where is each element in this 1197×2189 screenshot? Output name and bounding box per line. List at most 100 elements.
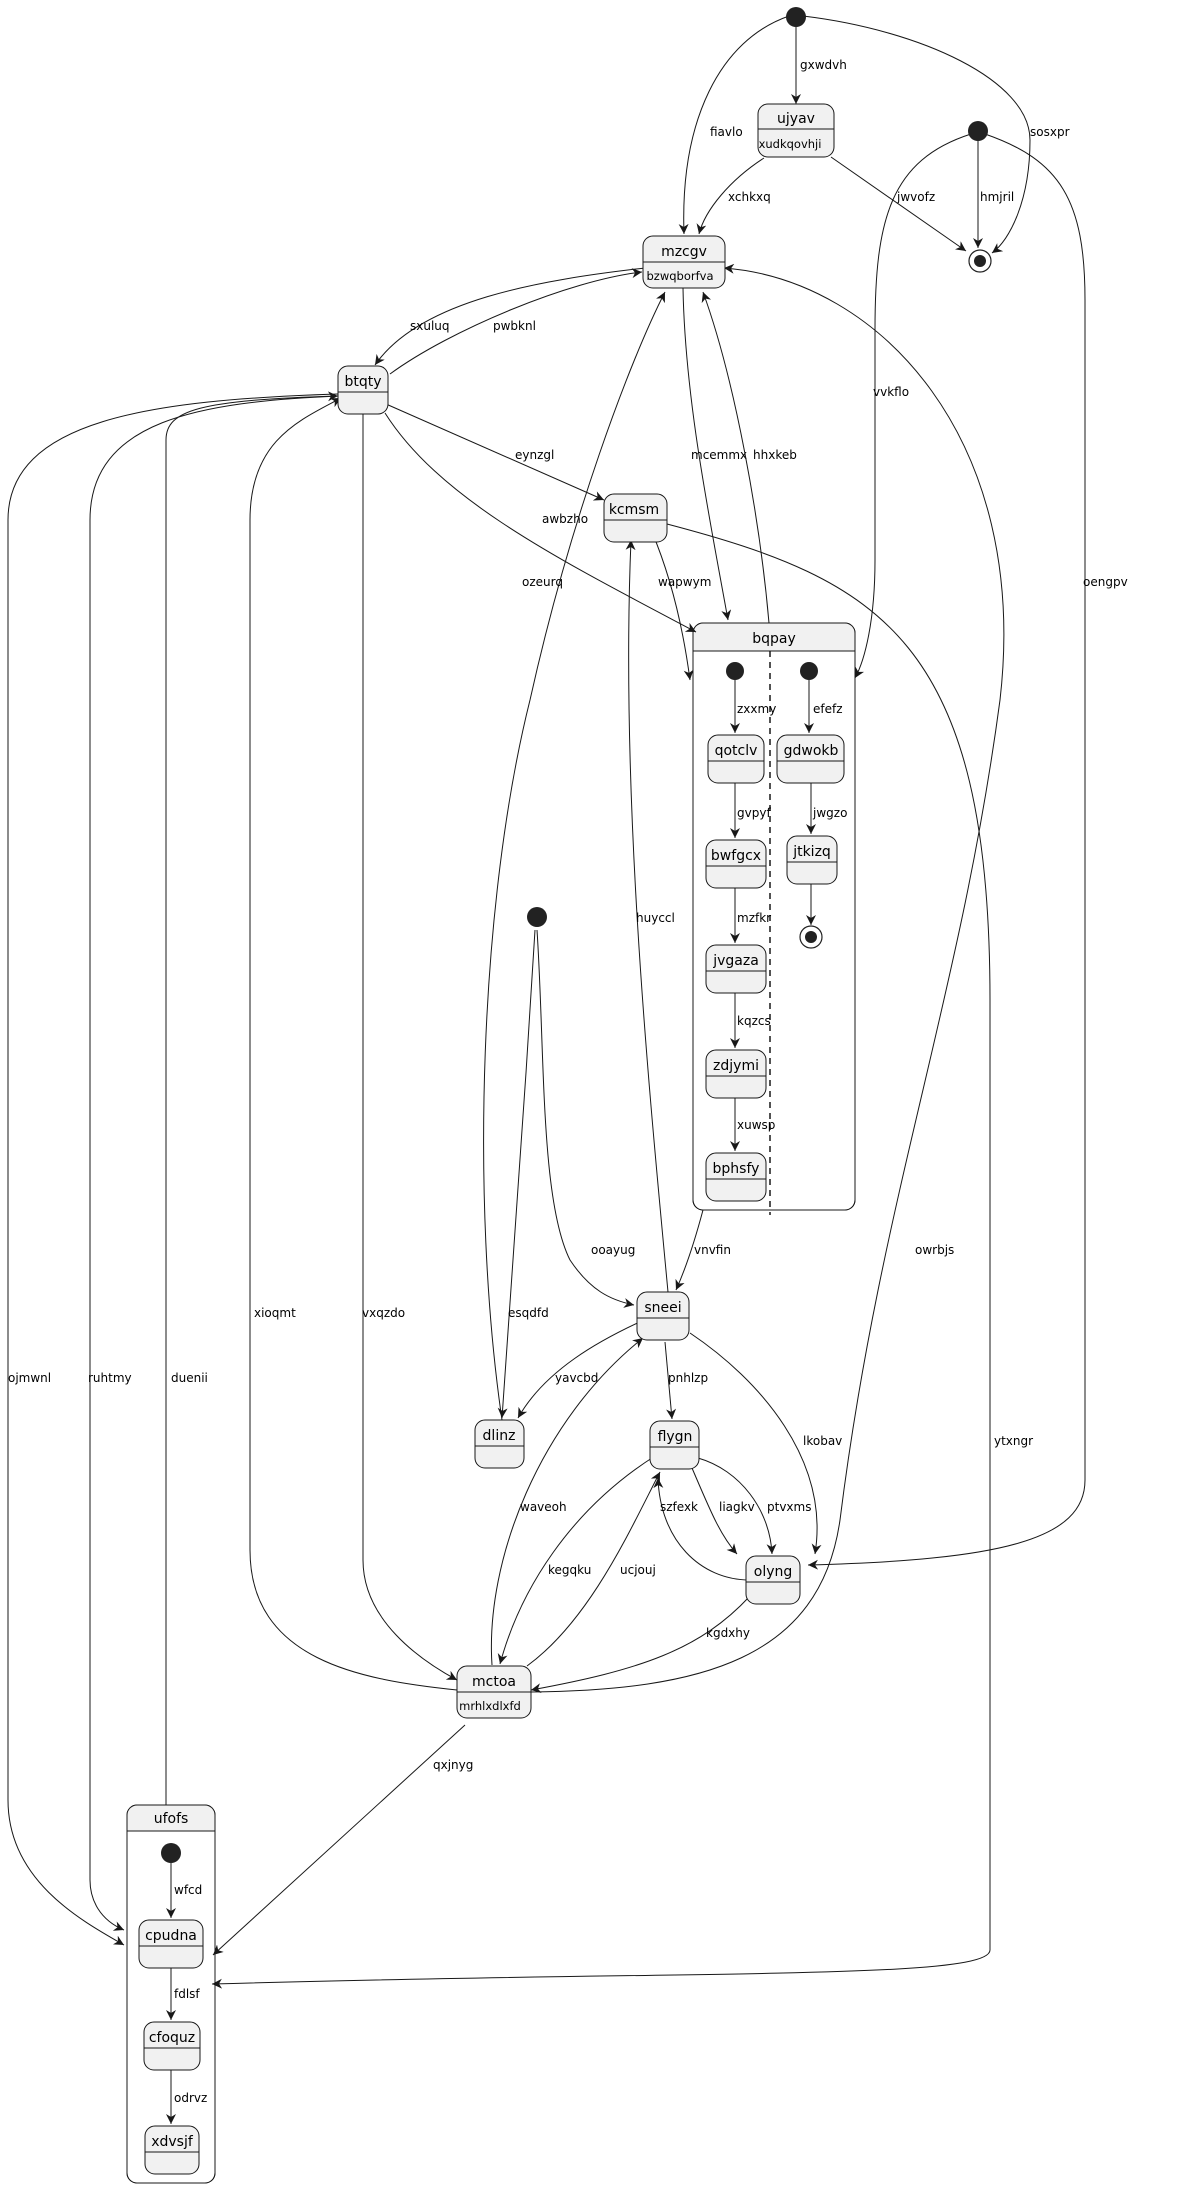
- edge-label-ozeurq: ozeurq: [522, 575, 563, 589]
- state-cfoquz[interactable]: cfoquz: [143, 2021, 201, 2071]
- state-mctoa-body: mrhlxdlxfd: [459, 1699, 521, 1713]
- edge-label-xuwsp: xuwsp: [737, 1118, 775, 1132]
- edge-label-yavcbd: yavcbd: [555, 1371, 598, 1385]
- state-kcmsm-label: kcmsm: [609, 502, 659, 518]
- edge-liagkv: liagkv: [691, 1467, 755, 1555]
- edge-label-zxxmy: zxxmy: [737, 702, 776, 716]
- edge-wapwym: wapwym: [651, 531, 711, 681]
- edge-pnhlzp: pnhlzp: [664, 1341, 708, 1420]
- edge-label-gvpyf: gvpyf: [737, 806, 771, 820]
- initial-state-right: [968, 121, 988, 141]
- edge-sxuluq: sxuluq: [374, 267, 646, 366]
- state-cpudna[interactable]: cpudna: [138, 1919, 204, 1969]
- final-state-top: [968, 249, 992, 273]
- initial-state-bqpay-right: [800, 662, 818, 680]
- initial-state-top: [786, 7, 806, 27]
- edge-efefz: efefz: [804, 679, 843, 733]
- state-kcmsm[interactable]: kcmsm: [603, 493, 668, 543]
- state-cpudna-label: cpudna: [145, 1928, 197, 1944]
- edge-label-ucjouj: ucjouj: [620, 1563, 656, 1577]
- state-jvgaza[interactable]: jvgaza: [705, 944, 767, 994]
- edge-jwvofz: jwvofz: [830, 156, 967, 252]
- edge-ytxngr: ytxngr: [211, 523, 1033, 1989]
- edge-fdlsf: fdlsf: [166, 1968, 200, 2020]
- edge-lkobav: lkobav: [689, 1332, 842, 1555]
- state-qotclv[interactable]: qotclv: [707, 734, 765, 784]
- edge-yavcbd: yavcbd: [517, 1319, 645, 1419]
- edge-gxwdvh: gxwdvh: [791, 17, 847, 104]
- edge-label-kqzcs: kqzcs: [737, 1014, 771, 1028]
- state-btqty-label: btqty: [344, 374, 381, 390]
- state-bphsfy[interactable]: bphsfy: [705, 1152, 767, 1202]
- edge-label-owrbjs: owrbjs: [915, 1243, 954, 1257]
- state-jtkizq[interactable]: jtkizq: [786, 835, 838, 885]
- initial-state-middle: [527, 907, 547, 927]
- state-mzcgv[interactable]: mzcgv bzwqborfva: [642, 235, 726, 289]
- edge-label-hmjril: hmjril: [980, 190, 1014, 204]
- edge-eynzgl: eynzgl: [385, 403, 605, 501]
- edge-label-mcemmx: mcemmx: [691, 448, 747, 462]
- edge-odrvz: odrvz: [166, 2070, 207, 2124]
- state-ujyav-label: ujyav: [777, 111, 815, 127]
- edge-label-awbzho: awbzho: [542, 512, 588, 526]
- edge-label-lkobav: lkobav: [803, 1434, 842, 1448]
- state-bqpay-label: bqpay: [752, 631, 796, 647]
- edge-label-ruhtmy: ruhtmy: [88, 1371, 132, 1385]
- edge-label-ytxngr: ytxngr: [994, 1434, 1033, 1448]
- state-ujyav[interactable]: ujyav xudkqovhji: [757, 103, 835, 158]
- edge-duenii: duenii: [165, 391, 339, 1805]
- state-olyng[interactable]: olyng: [745, 1555, 801, 1605]
- edge-kegqku: kegqku: [497, 1455, 656, 1665]
- edge-ozeurq: ozeurq: [483, 291, 666, 1421]
- state-dlinz[interactable]: dlinz: [474, 1419, 525, 1469]
- edge-label-odrvz: odrvz: [174, 2091, 207, 2105]
- state-bwfgcx[interactable]: bwfgcx: [705, 839, 767, 889]
- edge-ptvxms: ptvxms: [697, 1457, 811, 1555]
- edge-label-qxjnyg: qxjnyg: [433, 1758, 473, 1772]
- edge-mzfkr: mzfkr: [730, 888, 771, 943]
- edge-kgdxhy: kgdxhy: [530, 1595, 751, 1694]
- edge-label-fdlsf: fdlsf: [174, 1987, 200, 2001]
- state-mctoa-label: mctoa: [472, 1674, 516, 1690]
- edge-awbzho: awbzho: [384, 412, 697, 633]
- edge-hmjril: hmjril: [973, 137, 1014, 248]
- edge-label-kegqku: kegqku: [548, 1563, 591, 1577]
- edge-label-liagkv: liagkv: [719, 1500, 755, 1514]
- edge-label-ptvxms: ptvxms: [767, 1500, 811, 1514]
- edge-label-oengpv: oengpv: [1083, 575, 1128, 589]
- edge-label-vvkflo: vvkflo: [873, 385, 909, 399]
- edge-vxqzdo: vxqzdo: [362, 414, 458, 1681]
- initial-state-bqpay-left: [726, 662, 744, 680]
- edge-label-jwgzo: jwgzo: [812, 806, 847, 820]
- edge-label-vxqzdo: vxqzdo: [362, 1306, 405, 1320]
- edge-ojmwnl: ojmwnl: [7, 393, 339, 1946]
- edge-label-vnvfin: vnvfin: [694, 1243, 731, 1257]
- edge-owrbjs: owrbjs: [530, 263, 1005, 1693]
- state-sneei-label: sneei: [644, 1300, 681, 1316]
- edge-mcemmx: mcemmx: [682, 287, 747, 621]
- edge-xioqmt: xioqmt: [249, 397, 458, 1691]
- edge-oengpv: oengpv: [807, 133, 1128, 1570]
- state-xdvsjf-label: xdvsjf: [151, 2134, 194, 2150]
- state-mzcgv-body: bzwqborfva: [646, 269, 713, 283]
- edge-label-waveoh: waveoh: [520, 1500, 567, 1514]
- state-xdvsjf[interactable]: xdvsjf: [144, 2125, 200, 2175]
- edge-label-efefz: efefz: [813, 702, 843, 716]
- edge-ooayug: ooayug: [536, 929, 635, 1308]
- state-btqty[interactable]: btqty: [337, 365, 389, 415]
- edge-ucjouj: ucjouj: [526, 1471, 661, 1667]
- state-gdwokb[interactable]: gdwokb: [776, 734, 845, 784]
- edge-xchkxq: xchkxq: [696, 157, 771, 235]
- state-olyng-label: olyng: [754, 1564, 793, 1580]
- state-mctoa[interactable]: mctoa mrhlxdlxfd: [456, 1665, 532, 1719]
- edge-vnvfin: vnvfin: [675, 1209, 731, 1291]
- edge-ruhtmy: ruhtmy: [88, 395, 339, 1931]
- edge-esqdfd: esqdfd: [497, 929, 549, 1419]
- state-mzcgv-label: mzcgv: [661, 244, 707, 260]
- state-sneei[interactable]: sneei: [636, 1291, 690, 1341]
- state-qotclv-label: qotclv: [715, 743, 758, 759]
- state-zdjymi[interactable]: zdjymi: [705, 1049, 767, 1099]
- edge-qxjnyg: qxjnyg: [212, 1724, 473, 1956]
- state-flygn[interactable]: flygn: [649, 1420, 700, 1470]
